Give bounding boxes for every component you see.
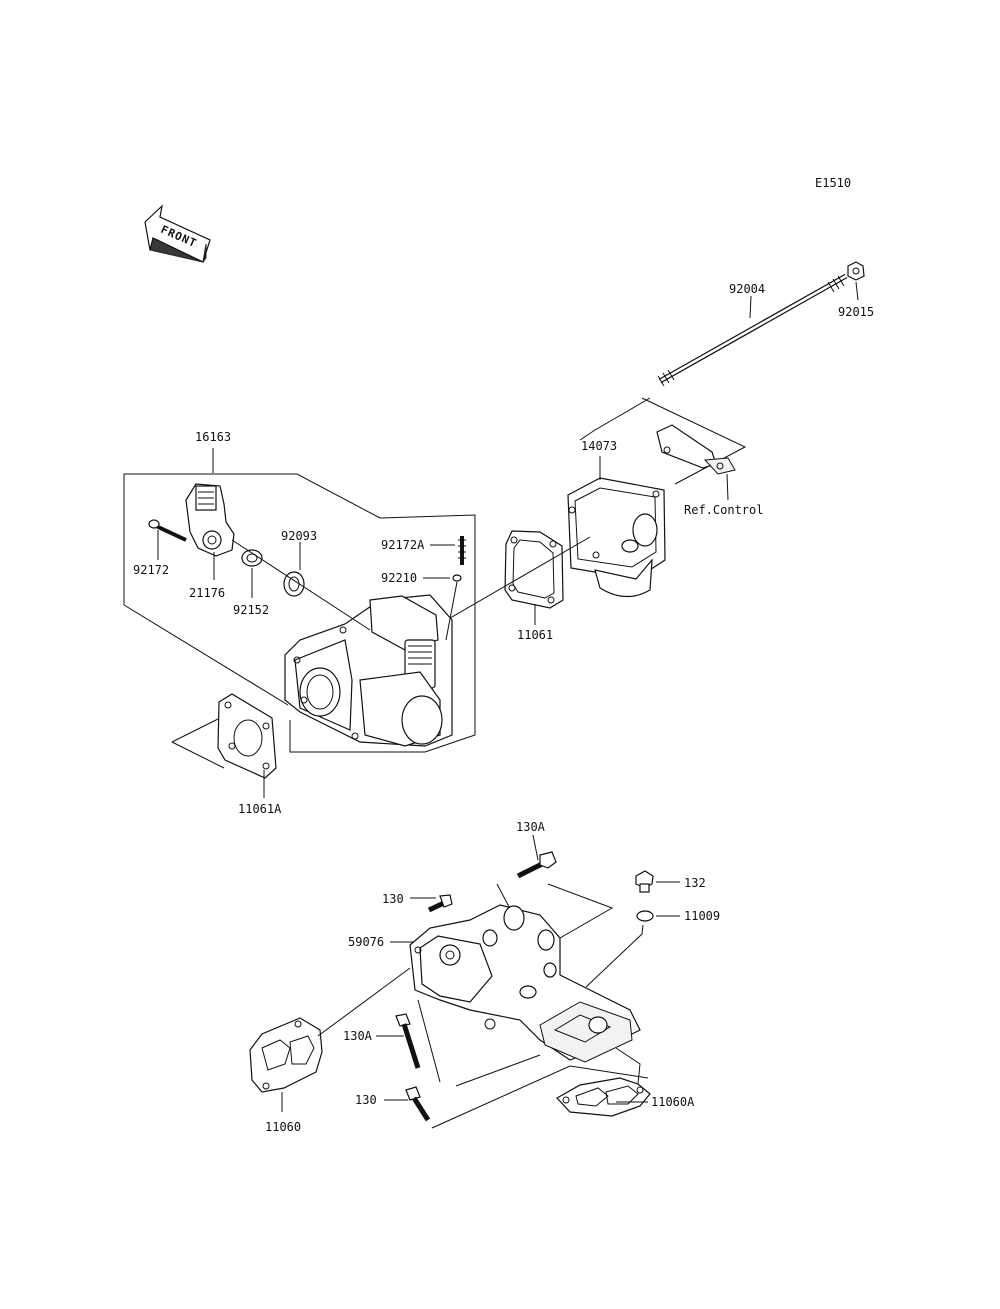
plug-132 [635,870,654,893]
control-bracket [656,424,736,475]
label-ref-control: Ref.Control [684,503,763,517]
oring-92093 [283,571,305,597]
label-11061A: 11061A [238,802,282,816]
label-92172: 92172 [133,563,169,577]
label-130-bottom: 130 [355,1093,377,1107]
throttle-sensor [185,483,235,557]
label-16163: 16163 [195,430,231,444]
label-92172A: 92172A [381,538,425,552]
washer-92210 [452,574,462,582]
nut-92015 [847,261,865,281]
label-130A-left: 130A [343,1029,373,1043]
washer-11009 [636,910,654,922]
label-130A-top: 130A [516,820,546,834]
bolt-130A-top [516,851,557,879]
label-59076: 59076 [348,935,384,949]
bolt-130A-left [395,1013,421,1069]
bolt-130-top [427,894,453,913]
diagram-code: E1510 [815,176,851,190]
label-11061: 11061 [517,628,553,642]
front-arrow-icon: FRONT [144,204,211,263]
label-130-top: 130 [382,892,404,906]
stud-92172A [458,536,466,565]
label-92004: 92004 [729,282,765,296]
label-14073: 14073 [581,439,617,453]
gasket-11061A [217,693,277,779]
stud-92004 [657,273,848,387]
label-132: 132 [684,876,706,890]
label-92015: 92015 [838,305,874,319]
screw-92172 [148,519,187,542]
throttle-body [284,594,453,747]
clip-92152 [241,549,263,567]
label-92152: 92152 [233,603,269,617]
bolt-130-bottom [405,1086,431,1122]
label-21176: 21176 [189,586,225,600]
label-11060: 11060 [265,1120,301,1134]
label-11009: 11009 [684,909,720,923]
gasket-11060A [556,1077,651,1117]
label-11060A: 11060A [651,1095,695,1109]
intake-manifold [409,904,641,1063]
housing-14073 [567,477,666,598]
label-92210: 92210 [381,571,417,585]
label-92093: 92093 [281,529,317,543]
gasket-11060 [249,1017,323,1093]
